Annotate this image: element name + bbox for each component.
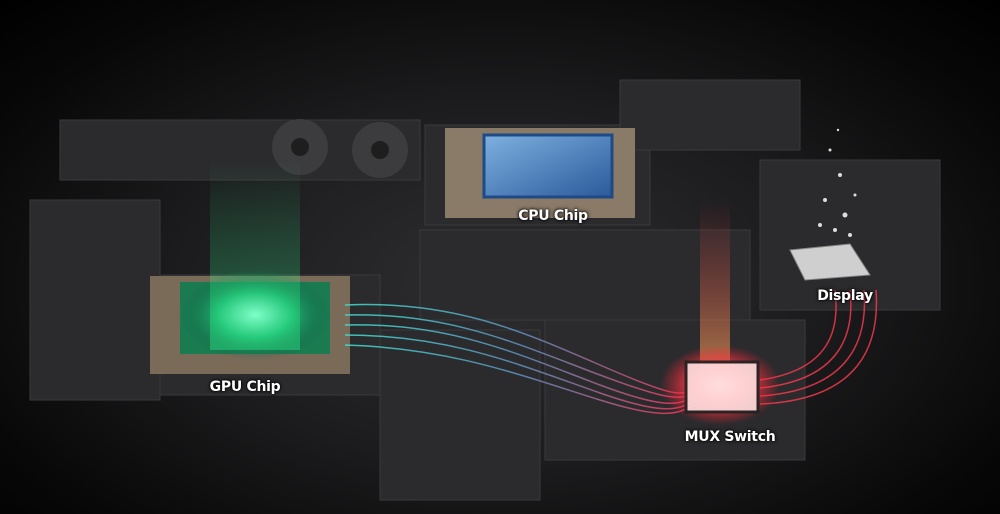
gpu-beam xyxy=(210,160,300,350)
mux-chip xyxy=(684,360,760,414)
gpu-chip-label: GPU Chip xyxy=(209,379,281,395)
display-label: Display xyxy=(817,288,873,304)
mux-to-display-signal xyxy=(759,289,878,405)
cpu-chip-label: CPU Chip xyxy=(518,208,588,224)
display-particles xyxy=(818,128,857,237)
mux-switch-label: MUX Switch xyxy=(684,429,776,445)
cpu-chip xyxy=(482,133,614,199)
display-chip xyxy=(789,243,871,281)
